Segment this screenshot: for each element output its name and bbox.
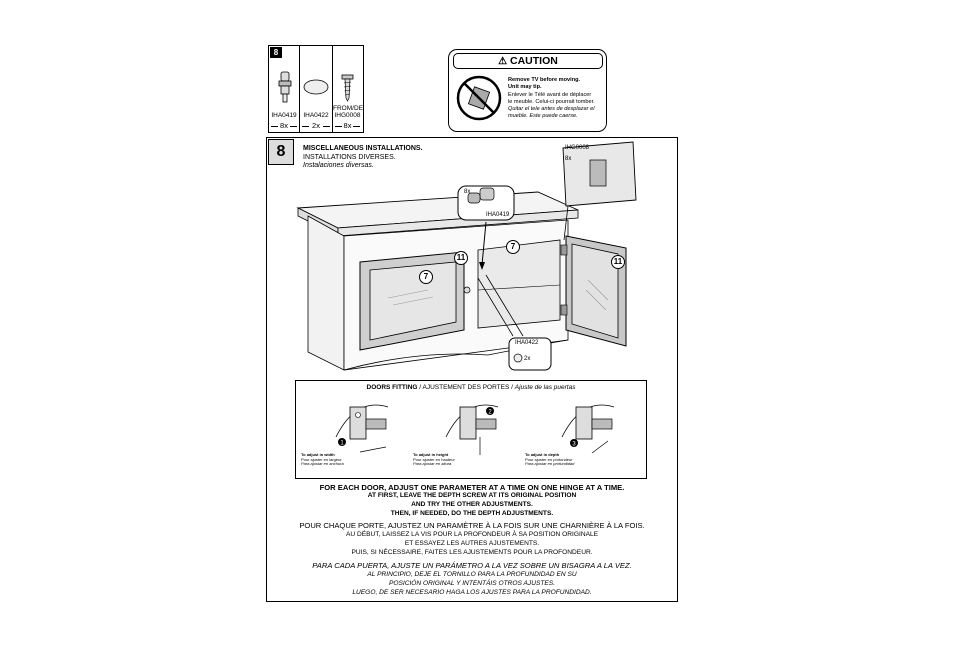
part-bumper: IHA0422 2x [300, 46, 333, 132]
instruction-es-2: AL PRINCIPIO, DEJE EL TORNILLO PARA LA P… [367, 571, 577, 578]
adjust-fr: Pour ajuster en hauteur [413, 456, 455, 462]
adjust-en: To adjust in width [301, 452, 335, 457]
callout-7-left: 7 [419, 270, 433, 284]
part-code-value: IHG0008 [334, 112, 361, 119]
adjust-en: To adjust in height [413, 452, 449, 457]
step-number-2: 2 [488, 410, 492, 416]
instruction-en-1: FOR EACH DOOR, ADJUST ONE PARAMETER AT A… [319, 483, 625, 492]
part-code-from: FROM/DE [333, 105, 363, 112]
instruction-en-3: AND TRY THE OTHER ADJUSTMENTS. [411, 501, 533, 508]
adjust-fr: Pour ajuster en largeur [301, 456, 342, 462]
knob-icon [278, 71, 292, 103]
part-knob: IHA0419 8x [269, 46, 300, 132]
instruction-fr-1: POUR CHAQUE PORTE, AJUSTEZ UN PARAMÈTRE … [299, 521, 645, 530]
hinge-qty: 8x [565, 156, 572, 162]
part-screw: FROM/DE IHG0008 8x [333, 46, 363, 132]
instruction-es-3: POSICIÓN ORIGINAL Y INTENTÁIS OTROS AJUS… [388, 580, 556, 587]
callout-11-left: 11 [454, 251, 468, 265]
caution-line: Enlever le Télé avant de déplacer [508, 91, 592, 98]
part-code: IHA0422 [303, 112, 329, 119]
parts-step-tag: 8 [270, 47, 282, 58]
step-title: MISCELLANEOUS INSTALLATIONS. INSTALLATIO… [303, 145, 423, 171]
step-title-en: MISCELLANEOUS INSTALLATIONS. [303, 145, 423, 152]
instruction-en-4: THEN, IF NEEDED, DO THE DEPTH ADJUSTMENT… [390, 510, 554, 517]
step-number-1: 1 [340, 441, 344, 447]
caution-line: Unit may tip. [508, 84, 542, 91]
hinge-adjust-width-diagram: 1 [335, 404, 389, 453]
hinge-code: IHG0008 [565, 145, 590, 151]
step-number: 8 [268, 139, 294, 165]
instruction-fr-4: PUIS, SI NÉCESSAIRE, FAITES LES AJUSTEME… [351, 549, 593, 556]
doors-fitting-box: DOORS FITTING / AJUSTEMENT DES PORTES / … [295, 380, 647, 479]
adjust-fr: Pour ajuster en profondeur [525, 456, 573, 462]
adjust-depth-label: To adjust in depth Pour ajuster en profo… [525, 452, 575, 467]
adjust-height-label: To adjust in height Pour ajuster en haut… [413, 452, 455, 467]
caution-box: ⚠ CAUTION Remove TV before moving. Unit … [448, 49, 607, 132]
step-panel [266, 137, 678, 602]
instruction-fr-2: AU DÉBUT, LAISSEZ LA VIS POUR LA PROFOND… [345, 531, 599, 538]
step-title-es: Instalaciones diversas. [303, 162, 374, 169]
instruction-fr-3: ET ESSAYEZ LES AUTRES AJUSTEMENTS. [404, 540, 540, 547]
instruction-es-4: LUEGO, DE SER NECESARIO HAGA LOS AJUSTES… [352, 589, 592, 596]
caution-line: mueble. Este puede caerse. [508, 113, 578, 120]
caution-text: Remove TV before moving. Unit may tip. E… [508, 77, 606, 121]
doors-title-sep: / [509, 384, 515, 391]
adjust-width-label: To adjust in width Pour ajuster en large… [301, 452, 344, 467]
knob-code: IHA0419 [486, 212, 510, 218]
part-code: FROM/DE IHG0008 [333, 105, 363, 119]
screw-icon [341, 74, 354, 102]
bumper-qty: 2x [524, 356, 531, 362]
knob-qty: 8x [464, 189, 471, 195]
adjust-es: Para ajustar en profundidad [525, 461, 575, 467]
part-code: IHA0419 [271, 112, 297, 119]
instruction-en-2: AT FIRST, LEAVE THE DEPTH SCREW AT ITS O… [367, 492, 577, 499]
doors-title-es: Ajuste de las puertas [514, 384, 576, 391]
part-qty: 8x [269, 121, 299, 131]
adjust-en: To adjust in depth [525, 452, 560, 457]
hinge-adjust-depth-diagram: 3 [561, 404, 615, 454]
caution-line: Quitar el tele antes de desplazar el [508, 106, 595, 113]
parts-box: 8 IHA0419 8x IHA0422 2x FROM/DE IHG0008 … [268, 45, 364, 133]
doors-title-sep: / [417, 384, 423, 391]
caution-line: le meuble. Celui-ci pourrait tomber. [508, 98, 595, 105]
callout-7-right: 7 [506, 240, 520, 254]
step-number-3: 3 [572, 442, 576, 448]
caution-line: Remove TV before moving. [508, 77, 581, 83]
instruction-es-1: PARA CADA PUERTA, AJUSTE UN PARÁMETRO A … [312, 561, 632, 570]
adjust-es: Para ajustar en anchura [301, 461, 344, 467]
doors-title-fr: AJUSTEMENT DES PORTES [422, 384, 510, 391]
no-tv-tipping-icon [456, 75, 502, 121]
step-title-fr: INSTALLATIONS DIVERSES. [303, 153, 396, 161]
caution-label: CAUTION [510, 55, 558, 67]
doors-title-en: DOORS FITTING [366, 384, 418, 391]
bumper-code: IHA0422 [515, 340, 539, 346]
doors-fitting-title: DOORS FITTING / AJUSTEMENT DES PORTES / … [296, 384, 646, 391]
hinge-adjust-height-diagram: 2 [445, 404, 499, 455]
caution-title: ⚠ CAUTION [453, 53, 603, 69]
part-qty: 2x [300, 121, 332, 131]
adjust-es: Para ajustar en altura [413, 461, 452, 467]
part-qty: 8x [333, 121, 362, 131]
bumper-pad-icon [303, 79, 329, 95]
callout-11-right: 11 [611, 255, 625, 269]
warning-triangle-icon: ⚠ [498, 56, 508, 67]
